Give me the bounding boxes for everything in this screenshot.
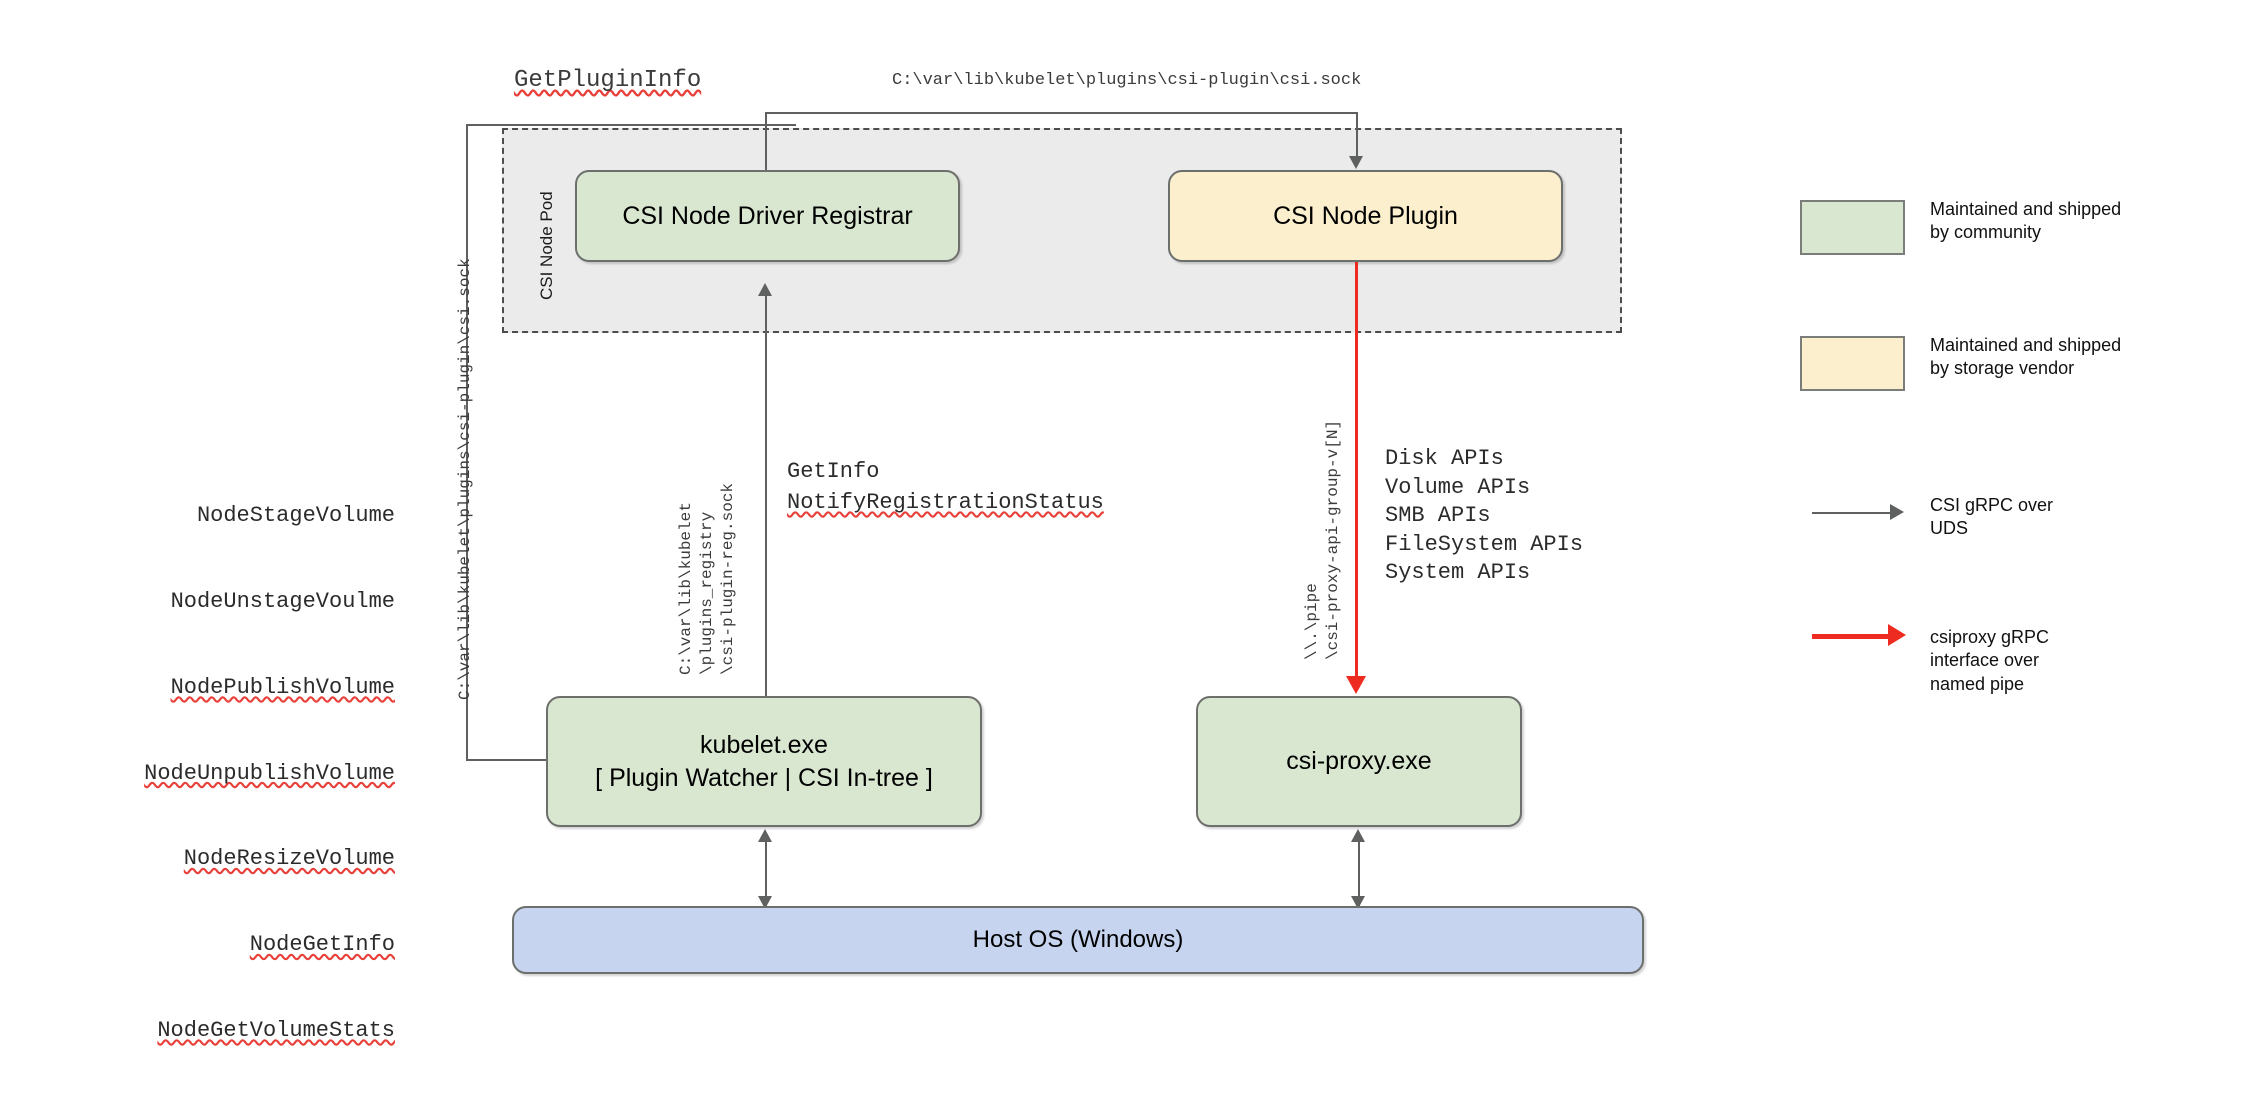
- registry-sock-path-label: C:\var\lib\kubelet \plugins_registry \cs…: [677, 482, 738, 675]
- kubelet-hostos-arrowhead-down: [758, 896, 772, 909]
- csi-sock-connector-horizontal: [765, 112, 1357, 114]
- legend-arrow-gray-head: [1890, 504, 1904, 520]
- host-os-box[interactable]: Host OS (Windows): [512, 906, 1644, 974]
- csi-node-plugin-label: CSI Node Plugin: [1273, 201, 1458, 230]
- legend-label-vendor: Maintained and shipped by storage vendor: [1930, 335, 2122, 379]
- node-api-call-4: NodeResizeVolume: [183, 846, 395, 872]
- csi-node-plugin-box[interactable]: CSI Node Plugin: [1168, 170, 1563, 262]
- node-api-calls-list: NodeStageVolume NodeUnstageVoulme NodePu…: [95, 445, 395, 1103]
- legend-arrow-gray-line: [1812, 512, 1892, 514]
- csiproxy-named-pipe-arrow-line: [1355, 262, 1358, 688]
- proxy-api-group-1: Volume APIs: [1385, 474, 1531, 500]
- named-pipe-path-label: \\.\pipe \csi-proxy-api-group-v[N]: [1303, 419, 1343, 660]
- registrar-top-connector: [765, 112, 767, 177]
- proxy-api-group-3: FileSystem APIs: [1385, 531, 1584, 557]
- kubelet-exe-box[interactable]: kubelet.exe [ Plugin Watcher | CSI In-tre…: [546, 696, 982, 827]
- csi-node-driver-registrar-box[interactable]: CSI Node Driver Registrar: [575, 170, 960, 262]
- node-api-call-6: NodeGetVolumeStats: [157, 1017, 395, 1043]
- notify-registration-status-label: NotifyRegistrationStatus: [787, 490, 1104, 515]
- kubelet-hostos-arrowhead-up: [758, 829, 772, 842]
- csi-sock-arrowhead: [1349, 156, 1363, 169]
- legend-arrow-red-head: [1888, 624, 1906, 646]
- csi-sock-path-top-label: C:\var\lib\kubelet\plugins\csi-plugin\cs…: [892, 71, 1362, 90]
- legend-label-community: Maintained and shipped by community: [1930, 199, 2122, 243]
- csi-proxy-exe-box[interactable]: csi-proxy.exe: [1196, 696, 1522, 827]
- proxy-api-group-4: System APIs: [1385, 560, 1531, 586]
- proxy-api-groups-list: Disk APIs Volume APIs SMB APIs FileSyste…: [1385, 445, 1583, 588]
- kubelet-exe-line1: kubelet.exe: [700, 731, 828, 759]
- csiproxy-hostos-connector-line: [1358, 833, 1360, 908]
- csi-node-pod-label: CSI Node Pod: [537, 191, 556, 300]
- node-api-call-3: NodeUnpublishVolume: [144, 760, 395, 786]
- diagram-canvas: CSI Node Pod GetPluginInfo C:\var\lib\ku…: [144, 67, 2122, 1043]
- node-api-call-5: NodeGetInfo: [249, 932, 395, 958]
- get-info-label: GetInfo: [787, 459, 880, 484]
- legend-label-csiproxy-named-pipe: csiproxy gRPC interface over named pipe: [1930, 627, 2050, 694]
- csiproxy-hostos-arrowhead-up: [1351, 829, 1365, 842]
- proxy-api-group-2: SMB APIs: [1385, 503, 1491, 529]
- legend-swatch-vendor: [1800, 336, 1905, 391]
- legend-arrow-red-line: [1812, 634, 1892, 639]
- csiproxy-hostos-arrowhead-down: [1351, 896, 1365, 909]
- registrar-kubelet-connector-line: [765, 295, 767, 696]
- get-plugin-info-path-stub: [466, 759, 546, 761]
- kubelet-exe-line2: [ Plugin Watcher | CSI In-tree ]: [595, 763, 933, 792]
- proxy-api-group-0: Disk APIs: [1385, 446, 1504, 471]
- node-api-call-0: NodeStageVolume: [196, 503, 395, 529]
- node-api-call-1: NodeUnstageVoulme: [170, 588, 395, 614]
- kubelet-exe-label: kubelet.exe [ Plugin Watcher | CSI In-tre…: [595, 729, 933, 794]
- legend-label-csi-grpc-uds: CSI gRPC over UDS: [1930, 495, 2054, 539]
- csi-proxy-exe-label: csi-proxy.exe: [1286, 747, 1432, 776]
- node-api-call-2: NodePublishVolume: [170, 674, 395, 700]
- kubelet-hostos-connector-line: [765, 833, 767, 908]
- host-os-label: Host OS (Windows): [972, 926, 1184, 954]
- get-plugin-info-path: [466, 124, 796, 759]
- legend-swatch-community: [1800, 200, 1905, 255]
- csi-sock-connector-down-to-plugin: [1356, 112, 1358, 158]
- csi-sock-path-left-label: C:\var\lib\kubelet\plugins\csi-plugin\cs…: [456, 258, 474, 700]
- registrar-kubelet-arrowhead: [758, 283, 772, 296]
- csiproxy-named-pipe-arrowhead: [1346, 676, 1366, 694]
- get-plugin-info-label: GetPluginInfo: [514, 67, 702, 94]
- csi-node-driver-registrar-label: CSI Node Driver Registrar: [622, 201, 913, 230]
